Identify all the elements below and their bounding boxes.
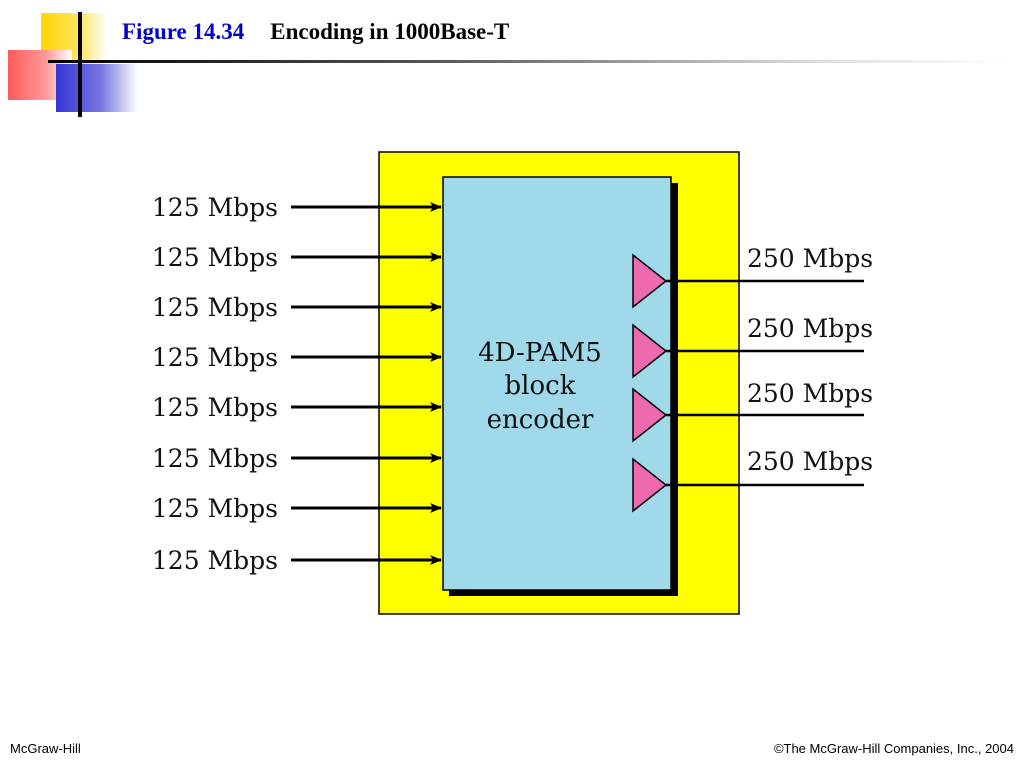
output-rate-label: 250 Mbps — [747, 379, 873, 408]
line-driver-triangle — [632, 457, 668, 513]
line-driver-triangle — [632, 323, 668, 379]
input-rate-label: 125 Mbps — [152, 193, 278, 222]
line-driver-triangle — [632, 387, 668, 443]
input-rate-label: 125 Mbps — [152, 343, 278, 372]
output-rate-label: 250 Mbps — [747, 447, 873, 476]
input-lines: 125 Mbps 125 Mbps 125 Mbps 125 Mbps 125 Mbps… — [152, 193, 442, 575]
decor-blue-square — [56, 64, 138, 112]
encoder-label-line-3: encoder — [487, 405, 594, 435]
input-rate-label: 125 Mbps — [152, 243, 278, 272]
figure-number: Figure 14.34 — [122, 19, 245, 44]
output-rate-label: 250 Mbps — [747, 314, 873, 343]
slide-title: Figure 14.34 Encoding in 1000Base-T — [122, 16, 509, 48]
decor-vertical-line — [78, 12, 82, 117]
input-rate-label: 125 Mbps — [152, 393, 278, 422]
line-driver-triangle — [632, 253, 668, 309]
encoder-label-line-1: 4D-PAM5 — [478, 338, 602, 368]
output-rate-label: 250 Mbps — [747, 244, 873, 273]
title-underline — [48, 60, 1008, 63]
input-rate-label: 125 Mbps — [152, 293, 278, 322]
figure-title: Encoding in 1000Base-T — [270, 19, 510, 44]
output-lines: 250 Mbps 250 Mbps 250 Mbps 250 Mbps — [632, 244, 873, 513]
encoder-label-line-2: block — [505, 371, 576, 401]
input-rate-label: 125 Mbps — [152, 444, 278, 473]
input-rate-label: 125 Mbps — [152, 546, 278, 575]
footer-publisher: McGraw-Hill — [10, 741, 81, 756]
encoder-block — [442, 176, 672, 591]
input-rate-label: 125 Mbps — [152, 494, 278, 523]
footer-copyright: ©The McGraw-Hill Companies, Inc., 2004 — [773, 741, 1014, 756]
